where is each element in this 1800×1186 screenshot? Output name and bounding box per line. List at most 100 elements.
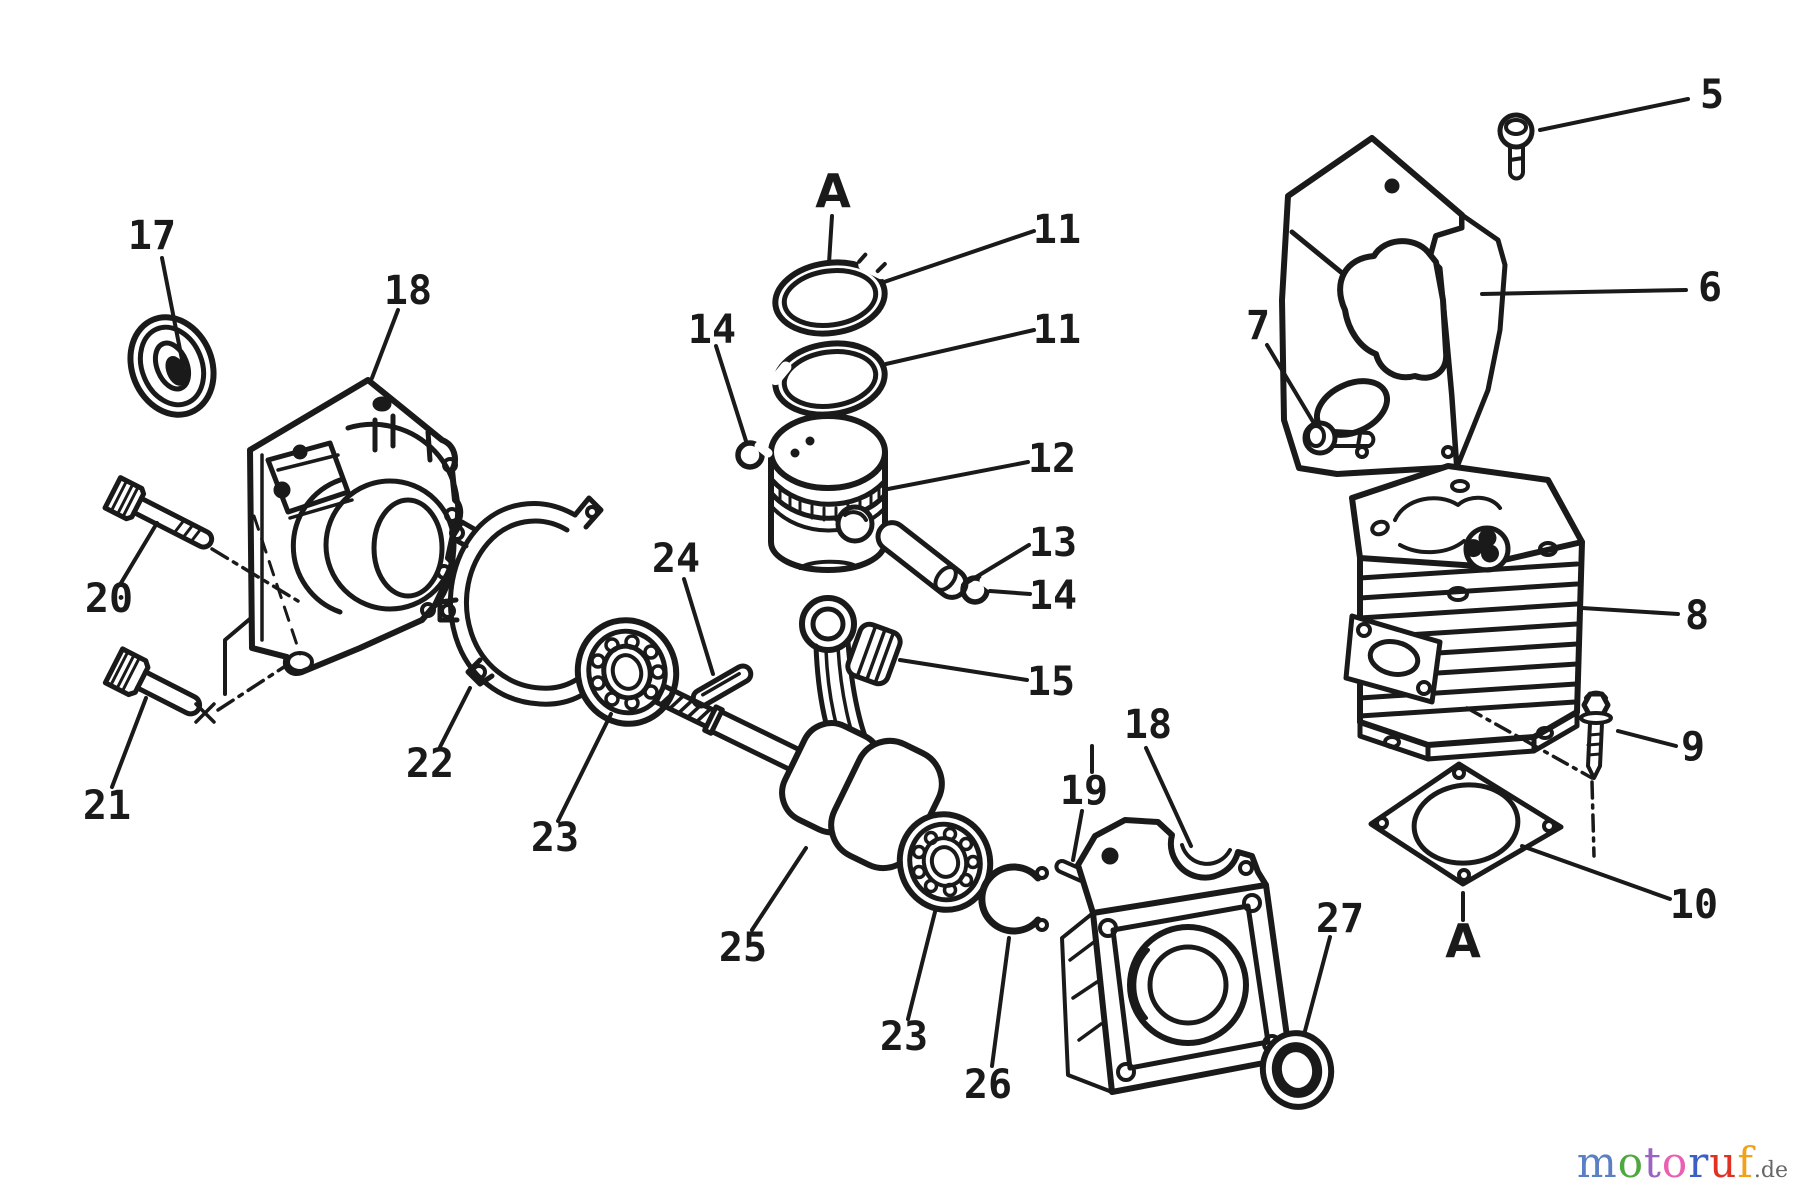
callout-7: 7 bbox=[1246, 303, 1317, 427]
part-crankshaft-shaft bbox=[653, 683, 804, 774]
part-number-19: 19 bbox=[1060, 768, 1108, 814]
leader-line-14-left bbox=[714, 344, 748, 443]
part-piston-ring-second bbox=[770, 340, 888, 418]
part-oil-seal-rear bbox=[1259, 1030, 1335, 1110]
leader-line-23-rear bbox=[906, 906, 938, 1021]
part-oil-seal-front bbox=[127, 314, 217, 418]
part-number-14-right: 14 bbox=[1029, 573, 1077, 619]
part-number-12: 12 bbox=[1028, 436, 1076, 482]
part-bolt-21 bbox=[102, 646, 203, 717]
part-snap-ring bbox=[978, 863, 1049, 935]
part-number-7: 7 bbox=[1246, 303, 1270, 349]
callout-26: 26 bbox=[964, 936, 1012, 1108]
part-piston bbox=[768, 413, 888, 573]
leader-line-22 bbox=[438, 686, 472, 749]
part-needle-bearing bbox=[845, 621, 903, 687]
part-number-22: 22 bbox=[406, 741, 454, 787]
part-number-13: 13 bbox=[1029, 520, 1077, 566]
assembly-cross-mark bbox=[194, 702, 216, 724]
view-label-a-top: A bbox=[815, 164, 851, 218]
callout-22: 22 bbox=[406, 686, 472, 787]
leader-line-7 bbox=[1265, 343, 1317, 427]
part-crankcase-left bbox=[223, 377, 464, 696]
callout-14-left: 14 bbox=[688, 307, 748, 443]
leader-line-13 bbox=[961, 543, 1031, 587]
callout-25: 25 bbox=[719, 846, 808, 971]
callout-23-rear: 23 bbox=[880, 906, 938, 1060]
callout-6: 6 bbox=[1480, 265, 1722, 311]
callout-14-right: 14 bbox=[988, 573, 1077, 619]
assembly-line-bolt-20 bbox=[210, 547, 300, 603]
part-number-21: 21 bbox=[83, 783, 131, 829]
part-number-8: 8 bbox=[1685, 593, 1709, 639]
callout-a-bottom: A bbox=[1445, 891, 1481, 968]
part-number-18-left: 18 bbox=[384, 268, 432, 314]
watermark-suffix: .de bbox=[1753, 1158, 1788, 1183]
part-cylinder bbox=[1343, 463, 1585, 762]
part-number-27: 27 bbox=[1316, 896, 1364, 942]
callout-23-front: 23 bbox=[531, 712, 613, 861]
callout-10: 10 bbox=[1520, 844, 1718, 928]
watermark-word: motoruf bbox=[1577, 1138, 1754, 1186]
watermark-letter: o bbox=[1661, 1138, 1689, 1186]
part-piston-ring-top bbox=[772, 252, 888, 337]
callout-15: 15 bbox=[898, 658, 1075, 705]
leader-line-23-front bbox=[556, 712, 613, 823]
part-number-6: 6 bbox=[1698, 265, 1722, 311]
part-number-15: 15 bbox=[1027, 659, 1075, 705]
leader-line-14-right bbox=[988, 589, 1032, 596]
part-number-20: 20 bbox=[85, 576, 133, 622]
part-number-23-rear: 23 bbox=[880, 1014, 928, 1060]
leader-line-10 bbox=[1520, 844, 1672, 901]
callout-27: 27 bbox=[1303, 896, 1364, 1033]
part-number-24: 24 bbox=[652, 536, 700, 582]
part-number-14-left: 14 bbox=[688, 307, 736, 353]
assembly-line-cylinder bbox=[1465, 706, 1596, 858]
callout-18-left: 18 bbox=[370, 268, 432, 380]
part-number-25: 25 bbox=[719, 925, 767, 971]
part-number-18-bottom: 18 bbox=[1124, 702, 1172, 748]
leader-line-20 bbox=[119, 521, 159, 585]
callout-a-top: A bbox=[815, 164, 851, 265]
watermark-letter: o bbox=[1617, 1138, 1645, 1186]
leader-line-15 bbox=[898, 658, 1029, 682]
part-base-gasket bbox=[1368, 761, 1564, 887]
watermark-letter: u bbox=[1709, 1138, 1738, 1186]
leader-line-17 bbox=[160, 256, 188, 382]
part-wrist-pin bbox=[875, 520, 969, 600]
leader-line-5 bbox=[1538, 97, 1690, 132]
leader-line-12 bbox=[886, 460, 1030, 491]
part-crankcase-bottom bbox=[1060, 817, 1301, 1095]
leader-line-11-second bbox=[884, 328, 1036, 366]
part-number-9: 9 bbox=[1681, 724, 1705, 770]
leader-line-21 bbox=[110, 696, 148, 789]
callout-13: 13 bbox=[961, 520, 1077, 587]
part-screw-5 bbox=[1497, 112, 1535, 181]
part-number-17: 17 bbox=[128, 213, 176, 259]
watermark-letter: f bbox=[1737, 1138, 1754, 1186]
callout-8: 8 bbox=[1580, 593, 1709, 639]
watermark-letter: t bbox=[1644, 1138, 1662, 1186]
part-screw-7 bbox=[1302, 420, 1376, 456]
leader-line-18-left bbox=[370, 308, 400, 380]
leader-line-a-top bbox=[827, 214, 834, 265]
leader-line-9 bbox=[1616, 729, 1678, 748]
callout-19: 19 bbox=[1060, 768, 1108, 862]
callout-9: 9 bbox=[1616, 724, 1705, 770]
callout-20: 20 bbox=[85, 521, 159, 622]
callout-12: 12 bbox=[886, 436, 1076, 491]
callout-5: 5 bbox=[1538, 72, 1724, 132]
leader-line-24 bbox=[682, 577, 715, 676]
part-main-bearing-front bbox=[574, 617, 680, 727]
part-number-23-front: 23 bbox=[531, 815, 579, 861]
callout-21: 21 bbox=[83, 696, 148, 829]
watermark-motoruf: motoruf.de bbox=[1577, 1142, 1788, 1184]
part-pin-clip-left bbox=[735, 440, 773, 470]
watermark-letter: m bbox=[1576, 1138, 1618, 1186]
part-number-10: 10 bbox=[1670, 882, 1718, 928]
callout-18-bottom: 18 bbox=[1090, 702, 1193, 848]
view-label-a-bottom: A bbox=[1445, 914, 1481, 968]
callout-11-top: 11 bbox=[882, 207, 1081, 284]
